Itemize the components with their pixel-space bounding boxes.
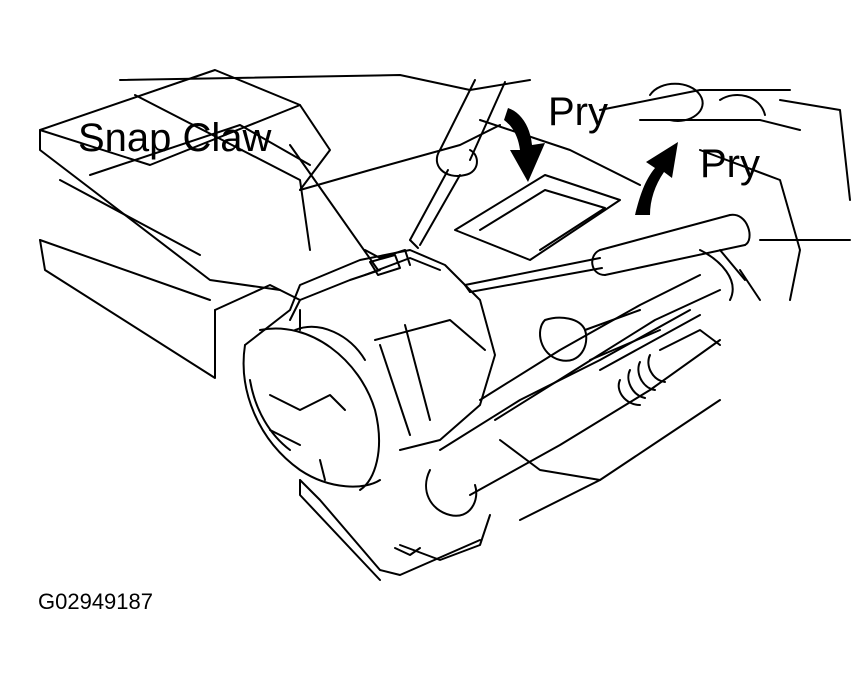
curved-arrow-up-icon (635, 142, 678, 215)
hose-assembly (426, 250, 760, 520)
upper-casing (120, 75, 850, 300)
pry-label-right: Pry (700, 142, 760, 186)
mount-bracket (300, 480, 490, 580)
connector-body (244, 250, 495, 490)
screwdriver-upper (410, 80, 505, 248)
access-opening (455, 120, 640, 260)
housing-rail (40, 70, 330, 378)
curved-arrow-down-icon (504, 108, 545, 182)
snap-claw-label: Snap Claw (78, 116, 272, 160)
snap-claw-leader (290, 145, 378, 270)
figure-code: G02949187 (38, 589, 153, 614)
screwdriver-right (465, 215, 750, 292)
pry-label-left: Pry (548, 90, 608, 134)
snap-claw-notch (370, 255, 400, 275)
